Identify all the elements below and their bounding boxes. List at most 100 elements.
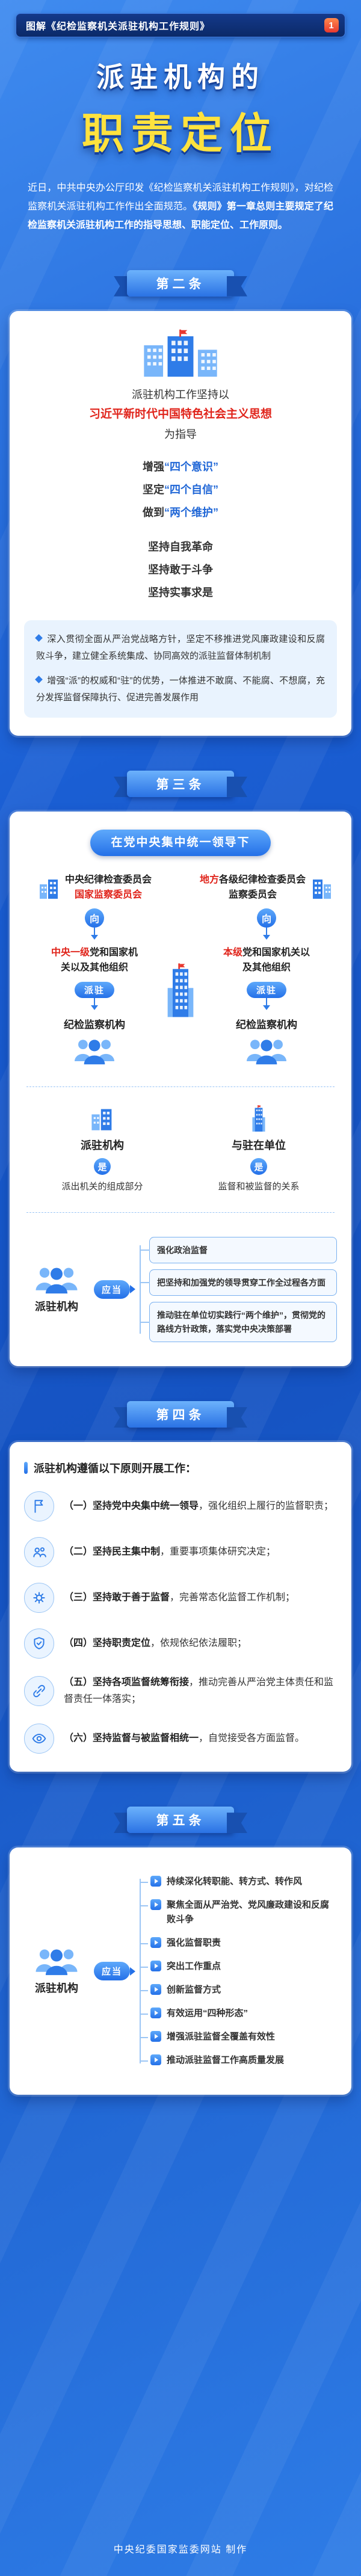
buildings-icon-svg	[144, 329, 217, 377]
relationship-subject: 与驻在单位	[232, 1139, 286, 1152]
doc-ribbon: 图解《纪检监察机关派驻机构工作规则》 1	[16, 13, 345, 37]
principle-bold: 坚持党中央集中统一领导	[93, 1501, 199, 1512]
jijian-org-label: 纪检监察机构	[64, 1019, 125, 1031]
tower-icon-svg	[252, 1105, 265, 1132]
slogan-line: 坚持自我革命	[148, 541, 213, 553]
task-text: 聚焦全面从严治党、党风廉政建设和反腐败斗争	[167, 1900, 330, 1925]
duty-subject-block: 派驻机构	[24, 1265, 89, 1314]
arrow-bullet-icon	[150, 2031, 162, 2042]
committee-name-line: 中央纪律检查委员会	[64, 874, 152, 885]
people-icon-svg	[74, 1040, 115, 1065]
task-text: 突出工作重点	[167, 1961, 221, 1972]
principle-item: （四）坚持职责定位，依规依纪依法履职；	[24, 1628, 337, 1659]
arrow-stem	[94, 928, 95, 935]
poster-title-line1: 派驻机构的	[96, 61, 265, 93]
org-rest-label: 党和国家机关以及其他组织	[242, 948, 310, 973]
relationship-right: 与驻在单位 是 监督和被监督的关系	[180, 1105, 337, 1194]
article2-summary-box: 深入贯彻全面从严治党战略方针，坚定不移推进党风廉政建设和反腐败斗争，建立健全系统…	[24, 620, 337, 718]
task-text: 有效运用“四种形态”	[167, 2008, 248, 2019]
central-level-org: 中央一级党和国家机关以及其他组织	[49, 946, 140, 976]
principle-bold: 坚持敢于善于监督	[93, 1592, 170, 1603]
summary-paragraph: 深入贯彻全面从严治党战略方针，坚定不移推进党风廉政建设和反腐败斗争，建立健全系统…	[35, 631, 325, 665]
summary-text: 增强“派”的权威和“驻”的优势，一体推进不敢腐、不能腐、不想腐，充分发挥监督保障…	[36, 675, 325, 703]
building-icon	[39, 879, 58, 899]
guiding-tail: 为指导	[164, 428, 197, 441]
principle-item: （一）坚持党中央集中统一领导，强化组织上履行的监督职责；	[24, 1491, 337, 1522]
buildings-icon	[24, 329, 337, 377]
same-level-org: 本级党和国家机关以及其他组织	[221, 946, 312, 976]
principle-number: （二）	[64, 1547, 93, 1558]
task-item: 增强派驻监督全覆盖有效性	[140, 2030, 337, 2044]
principle-text: （五）坚持各项监督统筹衔接，推动完善从严治党主体责任和监督责任一体落实；	[64, 1674, 337, 1708]
relationship-left: 派驻机构 是 派出机关的组成部分	[24, 1105, 180, 1194]
footer-credit: 中央纪委国家监委网站 制作	[113, 2545, 248, 2555]
principle-bold: 坚持民主集中制	[93, 1547, 161, 1558]
arrow-head-icon	[262, 1005, 270, 1011]
arrow-stem	[265, 998, 267, 1006]
slogan-line: 增强“四个意识”	[24, 456, 337, 479]
article5-card: 派驻机构 应当 持续深化转职能、转方式、转作风 聚焦全面从严治党、党风廉政建设和…	[10, 1847, 351, 2095]
relationship-section: 派驻机构 是 派出机关的组成部分	[24, 1105, 337, 1194]
duty-list: 强化政治监督 把坚持和加强党的领导贯穿工作全过程各方面 推动驻在单位切实践行“两…	[140, 1231, 337, 1349]
principles-heading-text: 派驻机构遵循以下原则开展工作：	[34, 1462, 196, 1475]
diamond-bullet-icon	[35, 675, 43, 683]
flag-icon	[24, 1491, 54, 1522]
paizhu-pill: 派驻	[74, 982, 114, 999]
arrow-head-icon	[90, 1005, 98, 1011]
arrow-bullet-icon	[150, 1899, 162, 1911]
principle-text: （六）坚持监督与被监督相统一，自觉接受各方面监督。	[64, 1730, 304, 1747]
slogan-line: 坚定“四个自信”	[24, 479, 337, 502]
shi-circle: 是	[94, 1158, 111, 1176]
section-label-article3: 第三条	[127, 770, 234, 797]
people-icon	[242, 1037, 291, 1068]
committee-name-line: 地方各级纪律检查委员会	[200, 873, 306, 888]
building-icon	[313, 879, 332, 899]
arrow-head-icon	[91, 935, 98, 940]
section-label-article2: 第二条	[127, 270, 234, 297]
yingdang-pill: 应当	[94, 1962, 131, 1981]
shield-icon	[24, 1628, 54, 1659]
host-unit-building-icon	[165, 963, 196, 1020]
task-item: 创新监督方式	[140, 1983, 337, 1997]
principle-text: （三）坚持敢于善于监督，完善常态化监督工作机制；	[64, 1589, 295, 1606]
section-ribbon-article2: 第二条	[127, 270, 234, 297]
intro-text-bold: 《规则》第一章总则主要规定了纪检监察机关派驻机构工作的指导思想、职能定位、工作原…	[28, 202, 333, 231]
part-number-badge: 1	[324, 18, 339, 32]
task-item: 突出工作重点	[140, 1959, 337, 1974]
principle-rest: ，强化组织上履行的监督职责；	[199, 1501, 334, 1512]
divider	[26, 1212, 335, 1213]
committee-name-line: 国家监察委员会	[74, 889, 142, 900]
slogan-line: 坚持实事求是	[148, 587, 213, 599]
section-ribbon-article4: 第四条	[127, 1401, 234, 1428]
duty-subject-label: 派驻机构	[35, 1300, 78, 1313]
duty-item: 把坚持和加强党的领导贯穿工作全过程各方面	[140, 1269, 337, 1296]
doc-ribbon-title: 图解《纪检监察机关派驻机构工作规则》	[26, 22, 211, 32]
principle-item: （六）坚持监督与被监督相统一，自觉接受各方面监督。	[24, 1724, 337, 1754]
slogan-line: 做到“两个维护”	[24, 502, 337, 525]
jijian-org-label: 纪检监察机构	[236, 1019, 297, 1031]
article2-card: 派驻机构工作坚持以 习近平新时代中国特色社会主义思想 为指导 增强“四个意识” …	[10, 310, 351, 736]
principle-bold: 坚持各项监督统筹衔接	[93, 1677, 190, 1688]
relationship-object: 监督和被监督的关系	[218, 1182, 300, 1192]
arrow-bullet-icon	[150, 1984, 162, 1995]
people-icon-svg	[35, 1949, 78, 1976]
principle-bold: 坚持职责定位	[93, 1638, 151, 1649]
slogan-prefix: 增强	[143, 461, 164, 473]
slogan-line: 坚持敢于斗争	[148, 564, 213, 576]
principle-text: （一）坚持党中央集中统一领导，强化组织上履行的监督职责；	[64, 1498, 333, 1515]
duties-section: 派驻机构 应当 强化政治监督 把坚持和加强党的领导贯穿工作全过程各方面 推动驻在…	[24, 1231, 337, 1349]
article3-card: 在党中央集中统一领导下	[10, 811, 351, 1367]
principle-rest: ，自觉接受各方面监督。	[199, 1733, 305, 1744]
task-text: 增强派驻监督全覆盖有效性	[167, 2032, 276, 2042]
task-item: 有效运用“四种形态”	[140, 2006, 337, 2021]
task-list: 持续深化转职能、转方式、转作风 聚焦全面从严治党、党风廉政建设和反腐败斗争 强化…	[140, 1866, 337, 2077]
principle-rest: ，依规依纪依法履职；	[150, 1638, 247, 1649]
arrow-head-icon	[263, 935, 270, 940]
org-chart-left-column: 中央纪律检查委员会 国家监察委员会 向 中央一级党和国家机关以及其他组织 派驻 …	[24, 873, 165, 1068]
task-item: 推动派驻监督工作高质量发展	[140, 2053, 337, 2068]
principle-rest: ，推动完善从严治党主体责任和监督责任一体落实；	[64, 1677, 334, 1705]
principle-text: （二）坚持民主集中制，重要事项集体研究决定；	[64, 1544, 276, 1561]
principle-item: （二）坚持民主集中制，重要事项集体研究决定；	[24, 1537, 337, 1568]
leadership-banner: 在党中央集中统一领导下	[90, 829, 271, 856]
slogan-prefix: 坚定	[143, 483, 164, 496]
